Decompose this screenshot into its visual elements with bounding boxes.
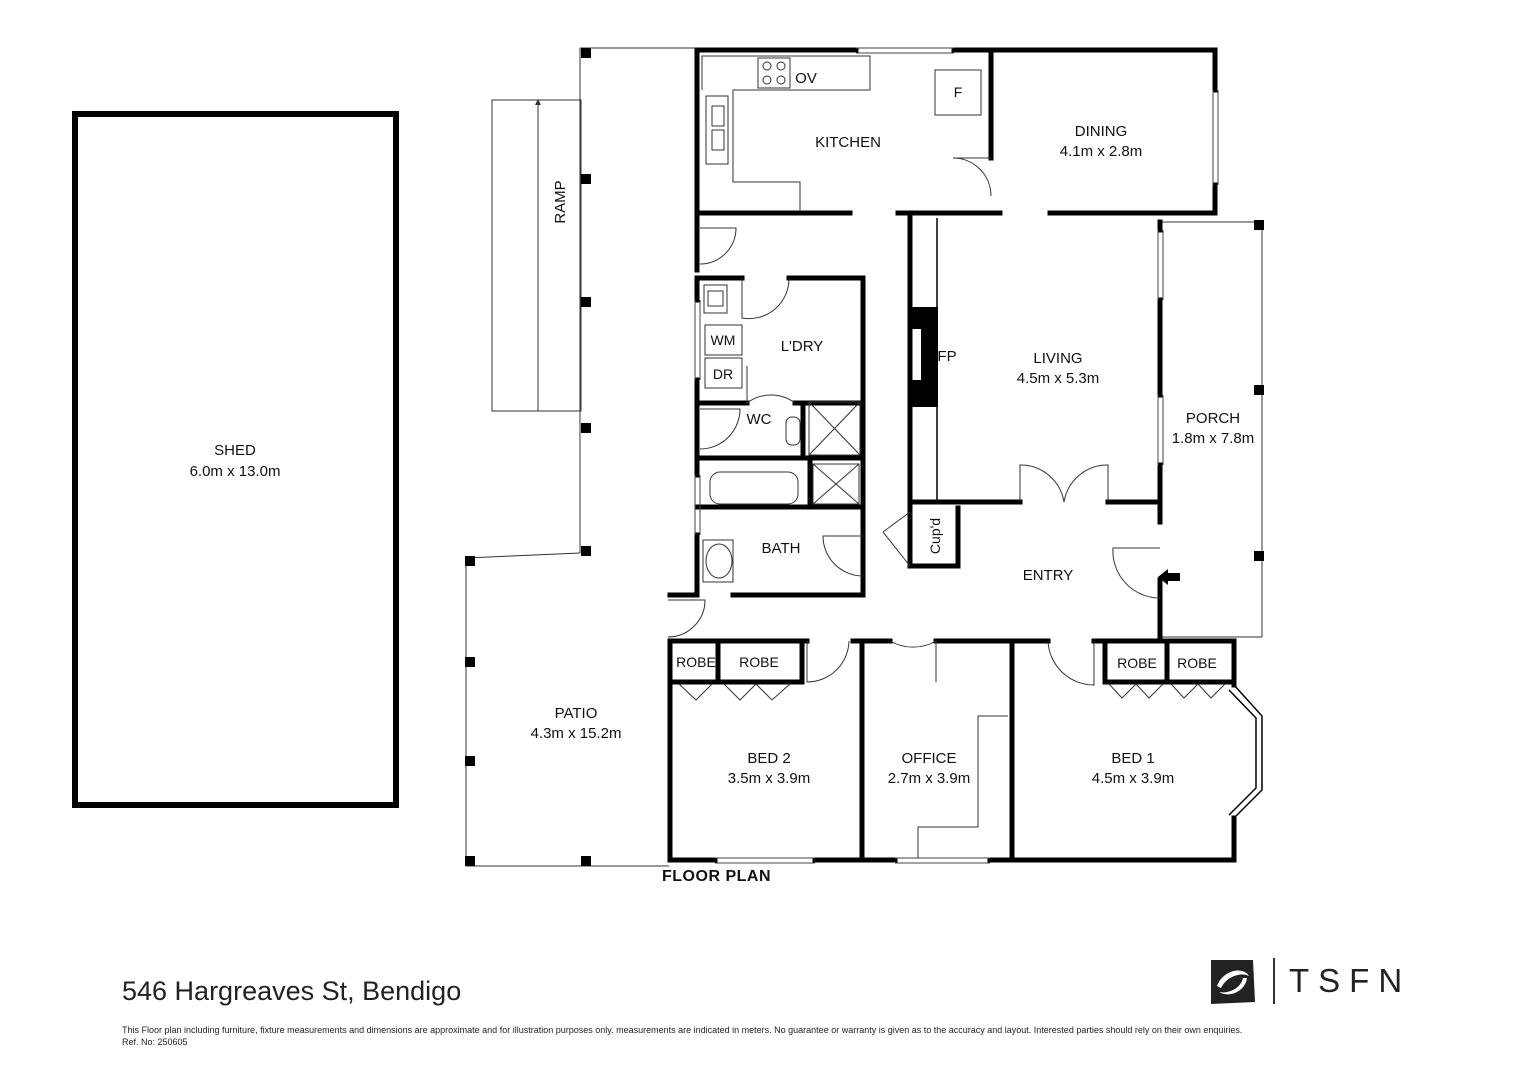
brand-logo: TSFN xyxy=(1205,955,1411,1007)
bed2-size: 3.5m x 3.9m xyxy=(728,770,811,787)
dining-label: DINING xyxy=(1075,123,1128,140)
entry-arrow-icon xyxy=(1158,569,1180,585)
brand-separator xyxy=(1273,958,1275,1004)
plan-title: FLOOR PLAN xyxy=(662,868,771,885)
entry-label: ENTRY xyxy=(1023,567,1074,584)
walls xyxy=(667,47,1237,863)
fireplace-label: FP xyxy=(937,348,956,365)
dryer-label: DR xyxy=(713,366,733,382)
ramp xyxy=(491,99,582,412)
bed1-label: BED 1 xyxy=(1111,750,1154,767)
living-size: 4.5m x 5.3m xyxy=(1017,370,1100,387)
fireplace xyxy=(908,307,938,407)
fridge-label: F xyxy=(954,84,963,100)
cupboard-label: Cup'd xyxy=(927,518,943,554)
wc-label: WC xyxy=(747,411,772,428)
washing-machine-label: WM xyxy=(711,332,736,348)
living-label: LIVING xyxy=(1033,350,1082,367)
office-size: 2.7m x 3.9m xyxy=(888,770,971,787)
robe-label-4: ROBE xyxy=(1177,655,1217,671)
patio-size: 4.3m x 15.2m xyxy=(531,725,622,742)
shed-outline xyxy=(72,111,399,808)
porch-label: PORCH xyxy=(1186,410,1240,427)
reference-number: Ref. No: 250605 xyxy=(122,1037,188,1047)
brand-name: TSFN xyxy=(1289,962,1412,999)
bath-label: BATH xyxy=(762,540,801,557)
kitchen-bench xyxy=(701,55,982,211)
bay-window xyxy=(1228,684,1263,819)
patio-label: PATIO xyxy=(555,705,598,722)
ramp-arrow-icon xyxy=(535,99,541,105)
veranda-posts xyxy=(465,48,1264,866)
shed-label: SHED xyxy=(214,442,256,459)
laundry-label: L'DRY xyxy=(781,338,824,355)
office-label: OFFICE xyxy=(902,750,957,767)
bed2-label: BED 2 xyxy=(747,750,790,767)
property-address: 546 Hargreaves St, Bendigo xyxy=(122,976,462,1006)
robe-label-1: ROBE xyxy=(676,654,716,670)
robe-label-3: ROBE xyxy=(1117,655,1157,671)
tsfn-logo-icon xyxy=(1211,960,1255,1004)
dining-size: 4.1m x 2.8m xyxy=(1060,143,1143,160)
porch-size: 1.8m x 7.8m xyxy=(1172,430,1255,447)
patio-outline xyxy=(465,47,1263,867)
windows xyxy=(694,47,1219,864)
oven-label: OV xyxy=(795,70,817,87)
disclaimer-text: This Floor plan including furniture, fix… xyxy=(122,1025,1243,1035)
door-swings xyxy=(667,157,1161,858)
robe-label-2: ROBE xyxy=(739,654,779,670)
shed-size: 6.0m x 13.0m xyxy=(190,463,281,480)
laundry-fixtures xyxy=(702,284,861,583)
ramp-label: RAMP xyxy=(552,180,569,223)
kitchen-label: KITCHEN xyxy=(815,134,881,151)
bed1-size: 4.5m x 3.9m xyxy=(1092,770,1175,787)
robe-doors xyxy=(678,683,1226,701)
